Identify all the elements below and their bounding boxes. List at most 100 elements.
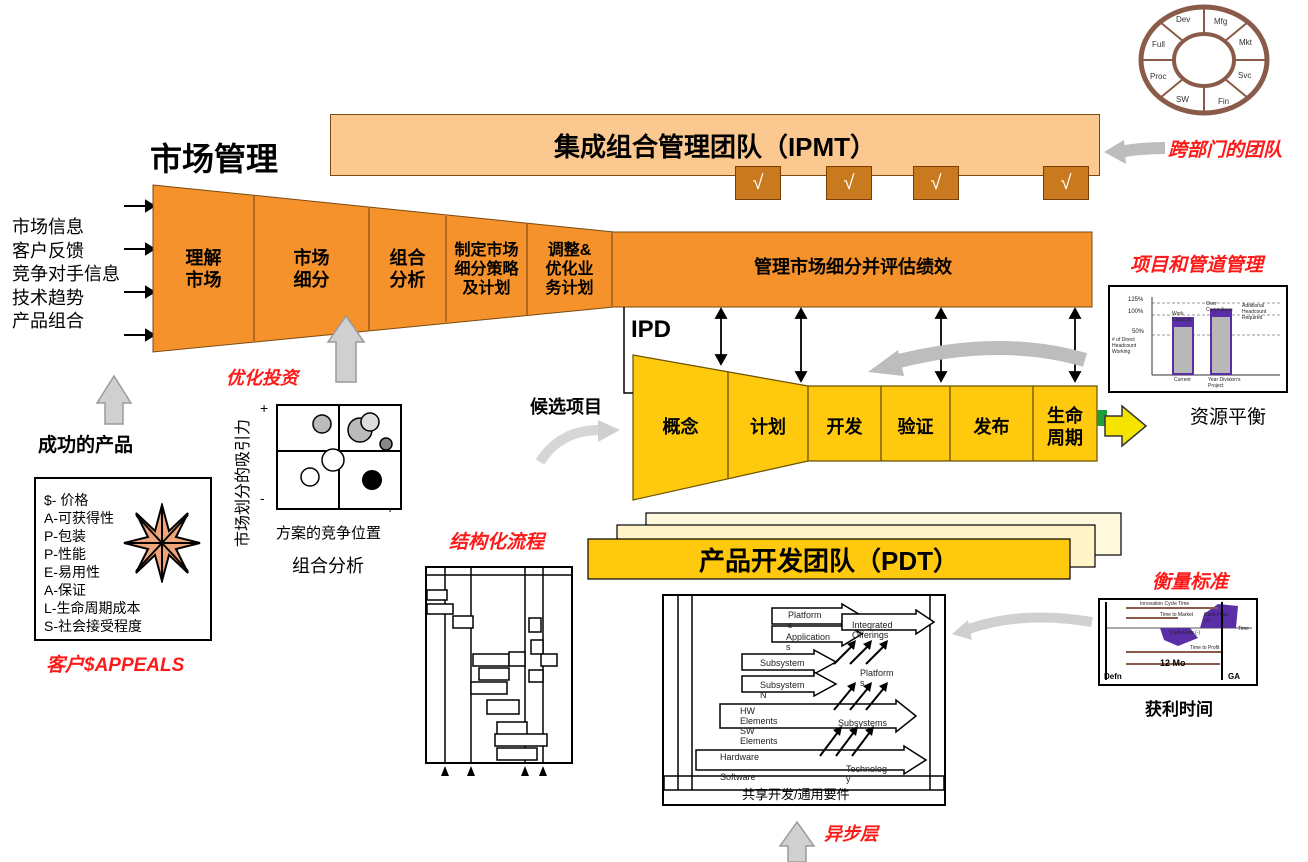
input-arrows (124, 199, 156, 342)
ipmt-check-4: √ (1043, 166, 1089, 200)
time-to-profit-caption: 获利时间 (1145, 700, 1213, 719)
async-hw: HW Elements (740, 706, 778, 726)
async-subsystem-n: Subsystem N (760, 680, 805, 700)
appeals-box: $- 价格 A-可获得性 P-包装 P-性能 E-易用性 A-保证 L-生命周期… (34, 477, 212, 641)
res-additional: Additional Headcount Required (1242, 303, 1267, 321)
phase-release: 发布 (973, 417, 1010, 437)
res-work-capacity: Work Capacity (1172, 311, 1192, 323)
appeals-caption: 客户$APPEALS (46, 655, 185, 676)
candidate-label: 候选项目 (530, 397, 602, 417)
stage-understand-market: 理解 市场 (185, 248, 222, 290)
async-sw: SW Elements (740, 726, 778, 746)
async-integrated: Integrated Offerings (852, 620, 893, 640)
appeals-star-icon (123, 503, 201, 583)
competitive-position-axis: 方案的竞争位置 (276, 525, 382, 542)
res-year: Year Division's Project (1208, 377, 1241, 389)
manage-segment-label: 管理市场细分并评估绩效 (754, 257, 952, 277)
wheel-proc: Proc (1150, 72, 1166, 81)
wheel-dev: Dev (1176, 15, 1190, 24)
minus-left: - (260, 490, 265, 506)
structured-process-label: 结构化流程 (449, 532, 545, 553)
wheel-fin: Fin (1218, 97, 1229, 106)
market-mgmt-title: 市场管理 (150, 141, 279, 177)
portfolio-analysis-caption: 组合分析 (292, 556, 364, 576)
metric-defn: Defn (1104, 672, 1122, 681)
ipd-title: IPD (631, 316, 672, 343)
res-125: 125% (1128, 297, 1144, 303)
appeal-packaging: P-包装 (44, 528, 86, 544)
res-50: 50% (1132, 329, 1145, 335)
res-100: 100% (1128, 309, 1144, 315)
input-customer-feedback: 客户反馈 (12, 240, 84, 261)
appeal-price: $- 价格 (44, 492, 89, 508)
async-applications: Application s (786, 632, 831, 652)
async-diagram: Platform s Application s Integrated Offe… (662, 594, 946, 806)
ipd-phases: 概念 计划 开发 验证 发布 生命 周期 (633, 386, 1097, 468)
input-market-info: 市场信息 (12, 217, 84, 237)
plus-top: + (260, 400, 269, 416)
phase-lifecycle: 生命 周期 (1047, 406, 1083, 448)
success-product-label: 成功的产品 (38, 435, 134, 456)
input-product-portfolio: 产品组合 (12, 311, 84, 331)
appeal-assurance: A-保证 (44, 582, 86, 598)
market-funnel (152, 184, 1093, 353)
async-software: Software (720, 772, 756, 782)
ipmt-check-3: √ (913, 166, 959, 200)
res-direct: # of Direct Headcount Working (1112, 337, 1137, 355)
optimize-label: 优化投资 (226, 368, 298, 388)
metric-ttm: Time to Market (1160, 612, 1194, 618)
metric-ttp: Time to Profit (1190, 645, 1220, 651)
portfolio-matrix (276, 404, 402, 510)
async-hardware: Hardware (720, 752, 760, 762)
metrics-chart: Innovation Cycle Time Time to Market Cas… (1098, 598, 1258, 686)
cross-team-label: 跨部门的团队 (1168, 140, 1283, 161)
async-subsystem-1: Subsystem (760, 658, 805, 668)
attractiveness-axis: 市场划分的吸引力 (235, 418, 252, 547)
metric-ga: GA (1228, 672, 1240, 681)
input-competitor-info: 竞争对手信息 (12, 264, 120, 284)
shared-dev-label: 共享开发/通用要件 (742, 787, 850, 802)
ipmt-label: 集成组合管理团队（IPMT） (553, 131, 877, 162)
metric-12mo: 12 Mo (1160, 658, 1186, 668)
stage-segment-market: 市场 细分 (293, 248, 330, 290)
res-over: Over Committees (1206, 301, 1233, 313)
appeal-lifecycle-cost: L-生命周期成本 (44, 600, 141, 616)
appeal-ease-of-use: E-易用性 (44, 564, 100, 580)
resource-chart: 125% 100% 50% Work Capacity Over Committ… (1108, 285, 1288, 393)
resource-balance-label: 资源平衡 (1190, 407, 1267, 428)
async-platforms: Platform s (788, 610, 822, 630)
pipeline-label: 项目和管道管理 (1130, 255, 1264, 276)
async-technology: Technolog y (846, 764, 888, 784)
wheel-mkt: Mkt (1239, 38, 1253, 47)
stage-optimize-plan: 调整& 优化业 务计划 (545, 241, 594, 297)
market-stages: 理解 市场 市场 细分 组合 分析 制定市场 细分策略 及计划 调整& 优化业 … (153, 208, 613, 330)
pdt-label: 产品开发团队（PDT） (698, 545, 959, 576)
ipmt-check-2: √ (826, 166, 872, 200)
metric-cash-neg: Cash Flow (-) (1170, 630, 1201, 636)
appeal-performance: P-性能 (44, 546, 86, 562)
structured-process-chart (425, 566, 573, 776)
wheel-svc: Svc (1238, 71, 1251, 80)
wheel-sw: SW (1176, 95, 1189, 104)
metric-cash-pos: Cash Flow (+) (1204, 612, 1228, 624)
metrics-label: 衡量标准 (1152, 572, 1229, 593)
phase-verify: 验证 (897, 417, 934, 437)
phase-plan: 计划 (750, 417, 786, 437)
market-inputs: 市场信息 客户反馈 竞争对手信息 技术趋势 产品组合 (12, 216, 120, 334)
appeal-availability: A-可获得性 (44, 510, 114, 526)
ipmt-check-1: √ (735, 166, 781, 200)
res-current: Current (1174, 377, 1191, 383)
stage-portfolio-analysis: 组合 分析 (389, 248, 426, 290)
async-platform: Platform s (860, 668, 894, 688)
stage-segment-strategy: 制定市场 细分策略 及计划 (454, 241, 519, 297)
async-layer-label: 异步层 (824, 824, 878, 844)
async-subsystems: Subsystems (838, 718, 888, 728)
phase-concept: 概念 (662, 417, 699, 437)
metric-innovation: Innovation Cycle Time (1140, 601, 1190, 607)
cross-team-wheel: Dev Mfg Mkt Svc Fin SW Proc Full (1138, 4, 1270, 116)
appeal-social-acceptance: S-社会接受程度 (44, 618, 142, 634)
metric-time: Time (1238, 626, 1249, 632)
phase-develop: 开发 (826, 417, 863, 437)
wheel-mfg: Mfg (1214, 17, 1227, 26)
